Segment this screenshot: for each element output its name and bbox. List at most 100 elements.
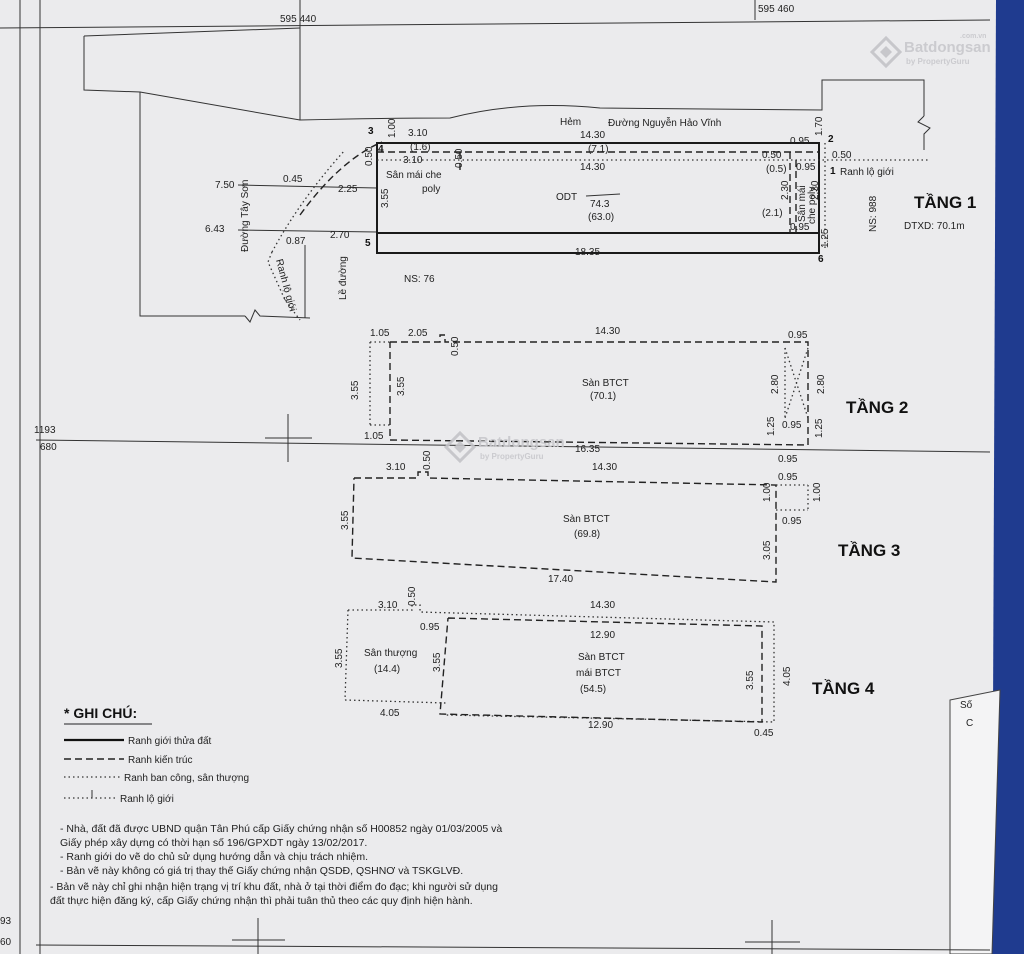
svg-text:3.10: 3.10 bbox=[386, 462, 406, 473]
svg-text:0.50: 0.50 bbox=[832, 150, 852, 161]
watermark-top: Batdongsan .com.vn by PropertyGuru bbox=[869, 33, 991, 69]
svg-text:1.25: 1.25 bbox=[820, 228, 831, 248]
grid-label-top-left: 595 440 bbox=[280, 14, 317, 25]
svg-text:(0.5): (0.5) bbox=[766, 164, 787, 175]
svg-text:(1.6): (1.6) bbox=[410, 142, 431, 153]
svg-text:1.00: 1.00 bbox=[762, 482, 773, 502]
svg-text:0.87: 0.87 bbox=[286, 236, 306, 247]
svg-text:14.30: 14.30 bbox=[580, 130, 605, 141]
terrace-area: (14.4) bbox=[374, 664, 400, 675]
svg-text:3.10: 3.10 bbox=[408, 128, 428, 139]
ranh-lo-gioi-dotted bbox=[267, 251, 301, 321]
site-boundary-top-left bbox=[83, 27, 301, 37]
grid-corner-bottom: 60 bbox=[0, 937, 12, 948]
svg-text:0.95: 0.95 bbox=[790, 136, 810, 147]
floor-1-plan: 7.50 6.43 0.45 2.25 0.87 2.70 Đường Tây … bbox=[83, 27, 976, 323]
svg-text:16.35: 16.35 bbox=[575, 444, 600, 455]
svg-text:0.95: 0.95 bbox=[420, 622, 440, 633]
svg-text:0.50: 0.50 bbox=[450, 336, 461, 356]
road-edge-top bbox=[299, 28, 925, 121]
legend-item-2: Ranh kiến trúc bbox=[128, 754, 192, 766]
svg-text:0.50: 0.50 bbox=[422, 450, 433, 470]
legend-title: * GHI CHÚ: bbox=[64, 704, 137, 721]
svg-text:3.55: 3.55 bbox=[340, 510, 351, 530]
svg-text:2.70: 2.70 bbox=[330, 230, 350, 241]
point-5: 5 bbox=[365, 238, 371, 249]
legend-item-3: Ranh ban công, sân thượng bbox=[124, 773, 249, 784]
svg-text:3.10: 3.10 bbox=[403, 155, 423, 166]
paper-sheet bbox=[0, 0, 996, 954]
street-hem: Hẻm bbox=[560, 117, 581, 128]
svg-text:3.10: 3.10 bbox=[378, 600, 398, 611]
svg-text:3.55: 3.55 bbox=[380, 188, 391, 208]
floor-4-label-2: mái BTCT bbox=[576, 668, 621, 679]
svg-text:0.95: 0.95 bbox=[788, 330, 808, 341]
watermark-center-sub: by PropertyGuru bbox=[480, 452, 544, 461]
svg-text:0.95: 0.95 bbox=[778, 454, 798, 465]
floor-3-label: Sàn BTCT bbox=[563, 514, 610, 525]
svg-text:0.45: 0.45 bbox=[754, 728, 774, 739]
svg-text:0.50: 0.50 bbox=[762, 150, 782, 161]
svg-text:0.45: 0.45 bbox=[283, 174, 303, 185]
floor-4-label: Sàn BTCT bbox=[578, 652, 625, 663]
svg-text:(7.1): (7.1) bbox=[588, 144, 609, 155]
svg-text:0.95: 0.95 bbox=[778, 472, 798, 483]
note-line-4: - Bản vẽ này không có giá trị thay thế G… bbox=[60, 865, 463, 877]
canopy-label: Sân mái che bbox=[386, 170, 442, 181]
break-mark-right bbox=[917, 115, 931, 150]
svg-text:2.30: 2.30 bbox=[810, 180, 821, 200]
floor-2-plan: 1.05 2.05 14.30 0.95 0.50 3.55 3.55 2.80… bbox=[350, 326, 908, 465]
svg-text:0.95: 0.95 bbox=[790, 222, 810, 233]
svg-text:0.95: 0.95 bbox=[782, 420, 802, 431]
corner-box bbox=[949, 689, 1001, 954]
break-mark-bottom bbox=[244, 309, 311, 323]
floor-1-dtxd: DTXD: 70.1m bbox=[904, 221, 965, 232]
svg-text:1.00: 1.00 bbox=[812, 482, 823, 502]
floor-4-area: (54.5) bbox=[580, 684, 606, 695]
svg-text:14.30: 14.30 bbox=[595, 326, 620, 337]
legend-item-4: Ranh lộ giới bbox=[120, 794, 174, 805]
odt-value: 74.3 bbox=[590, 199, 610, 210]
sidewalk-label: Lề đường bbox=[337, 256, 349, 300]
grid-label-top-right: 595 460 bbox=[758, 4, 795, 15]
lot-boundary bbox=[376, 142, 820, 254]
frame-bottom bbox=[35, 944, 991, 951]
ns-right: NS: 988 bbox=[868, 195, 879, 232]
svg-text:18.35: 18.35 bbox=[575, 247, 600, 258]
note-line-1: - Nhà, đất đã được UBND quận Tân Phú cấp… bbox=[60, 823, 502, 835]
svg-text:0.50: 0.50 bbox=[454, 148, 465, 168]
svg-text:2.30: 2.30 bbox=[780, 180, 791, 200]
note-line-2: Giấy phép xây dựng có thời hạn số 196/GP… bbox=[60, 837, 367, 849]
watermark-center-logo-icon bbox=[443, 430, 477, 464]
watermark-center: Batdongsan by PropertyGuru bbox=[443, 430, 565, 464]
svg-text:3.55: 3.55 bbox=[396, 376, 407, 396]
ns-left: NS: 76 bbox=[404, 274, 435, 285]
watermark-sub: by PropertyGuru bbox=[906, 57, 970, 66]
street-tay-son: Đường Tây Sơn bbox=[240, 180, 251, 252]
note-line-3: - Ranh giới do vẽ do chủ sử dụng hướng d… bbox=[60, 850, 368, 863]
street-nguyen-hao-vinh: Đường Nguyễn Hảo Vĩnh bbox=[608, 116, 721, 129]
notes: - Nhà, đất đã được UBND quận Tân Phú cấp… bbox=[50, 823, 502, 907]
legend-item-1: Ranh giới thửa đất bbox=[128, 735, 212, 747]
corner-box-b: C bbox=[966, 718, 973, 729]
svg-text:(2.1): (2.1) bbox=[762, 208, 783, 219]
svg-text:1.25: 1.25 bbox=[766, 416, 777, 436]
svg-text:14.30: 14.30 bbox=[592, 462, 617, 473]
odt-label: ODT bbox=[556, 192, 577, 203]
svg-text:0.95: 0.95 bbox=[782, 516, 802, 527]
floor-2-label: Sàn BTCT bbox=[582, 378, 629, 389]
svg-text:14.30: 14.30 bbox=[590, 600, 615, 611]
svg-text:1.05: 1.05 bbox=[364, 431, 384, 442]
svg-text:3.55: 3.55 bbox=[432, 652, 443, 672]
watermark-center-brand: Batdongsan bbox=[478, 434, 565, 451]
ranh-lo-gioi-right: Ranh lộ giới bbox=[840, 167, 894, 178]
canopy-small-2: che poly bbox=[807, 187, 818, 224]
terrace-label: Sân thượng bbox=[364, 648, 417, 659]
point-6: 6 bbox=[818, 254, 824, 265]
registration-cross-left bbox=[265, 414, 312, 462]
svg-text:3.55: 3.55 bbox=[745, 670, 756, 690]
svg-text:12.90: 12.90 bbox=[588, 720, 613, 731]
registration-cross-bottom-right bbox=[745, 920, 800, 954]
canopy-small-1: Sân mái bbox=[797, 185, 808, 222]
